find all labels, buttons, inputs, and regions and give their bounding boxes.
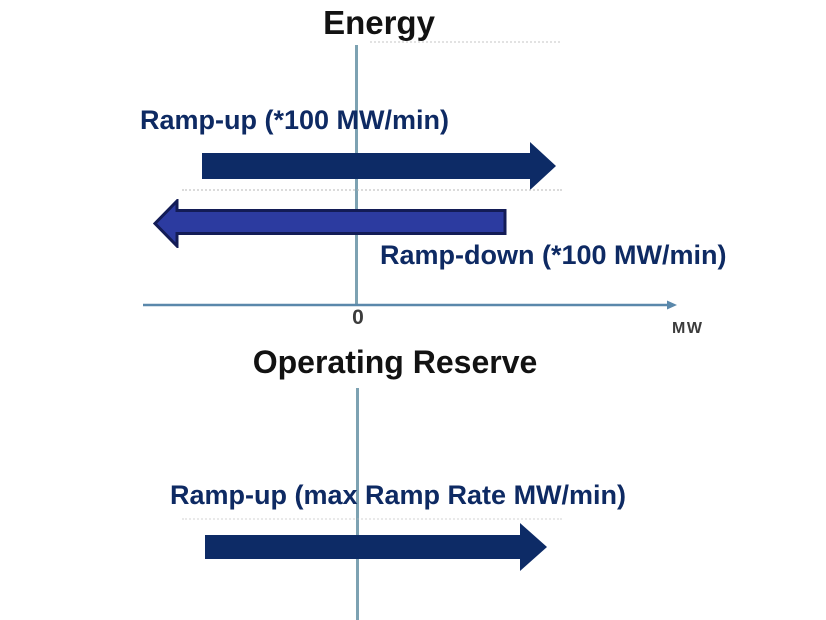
operating-reserve-ramp-up-arrow-icon: [205, 523, 547, 571]
operating-reserve-vertical-axis: [356, 388, 359, 620]
ghost-dotted-line: [182, 189, 562, 191]
operating-reserve-ramp-up-label: Ramp-up (max Ramp Rate MW/min): [170, 480, 627, 510]
operating-reserve-section-title: Operating Reserve: [252, 344, 538, 380]
energy-axis-origin-label: 0: [352, 306, 364, 329]
energy-ramp-down-label: Ramp-down (*100 MW/min): [380, 240, 727, 270]
energy-ramp-up-label: Ramp-up (*100 MW/min): [140, 105, 450, 135]
energy-ramp-down-arrow-icon: [153, 199, 507, 248]
energy-axis-unit-label: MW: [672, 320, 704, 337]
ghost-dotted-line: [182, 518, 562, 520]
ghost-dotted-line: [370, 41, 560, 43]
energy-ramp-up-arrow-icon: [202, 142, 556, 190]
energy-section-title: Energy: [323, 4, 435, 41]
energy-horizontal-axis: [143, 300, 677, 310]
